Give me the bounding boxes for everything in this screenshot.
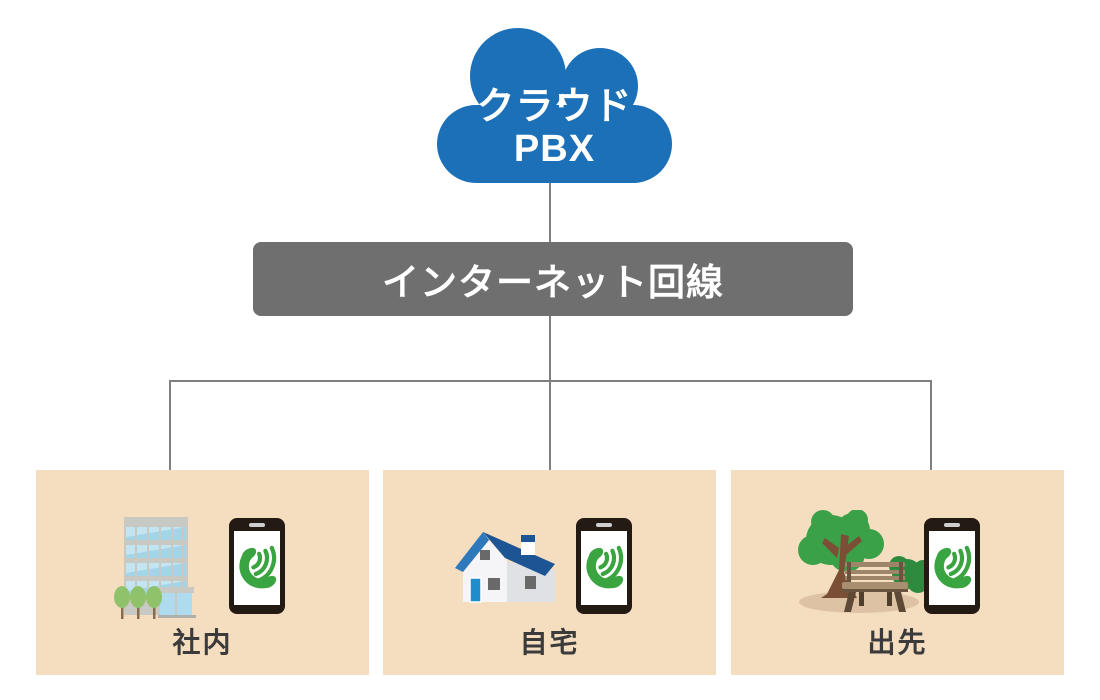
- internet-line-label: インターネット回線: [382, 262, 724, 303]
- location-box-home: 自宅: [383, 470, 716, 675]
- smartphone-icon: [924, 518, 980, 614]
- location-label-office: 社内: [172, 627, 233, 658]
- smartphone-icon: [576, 518, 632, 614]
- cloud-icon: [437, 28, 672, 183]
- internet-line-bar: インターネット回線: [253, 242, 853, 316]
- connector-drop-office: [169, 380, 171, 470]
- park-tree-bench-icon: [798, 510, 932, 613]
- cloud-pbx-node: クラウド PBX: [437, 28, 672, 183]
- location-box-office: 社内: [36, 470, 369, 675]
- connector-drop-home: [549, 380, 551, 470]
- cloud-pbx-label: クラウド PBX: [437, 86, 672, 170]
- tree-icons: [114, 586, 162, 619]
- connector-internet-trunk: [549, 316, 551, 380]
- cloud-label-line1: クラウド: [476, 86, 633, 128]
- phone-handset-with-waves-icon: [239, 545, 277, 589]
- house-icon: [455, 532, 555, 603]
- location-label-out: 出先: [867, 627, 928, 658]
- bench: [842, 562, 908, 612]
- connector-drop-out: [930, 380, 932, 470]
- location-label-home: 自宅: [519, 627, 580, 658]
- connector-cloud-to-internet: [549, 183, 551, 242]
- smartphone-icon: [229, 518, 285, 614]
- office-building-icon: [114, 517, 196, 619]
- phone-handset-with-waves-icon: [586, 545, 624, 589]
- location-box-out: 出先: [731, 470, 1064, 675]
- phone-handset-with-waves-icon: [934, 545, 972, 589]
- cloud-label-line2: PBX: [513, 128, 596, 170]
